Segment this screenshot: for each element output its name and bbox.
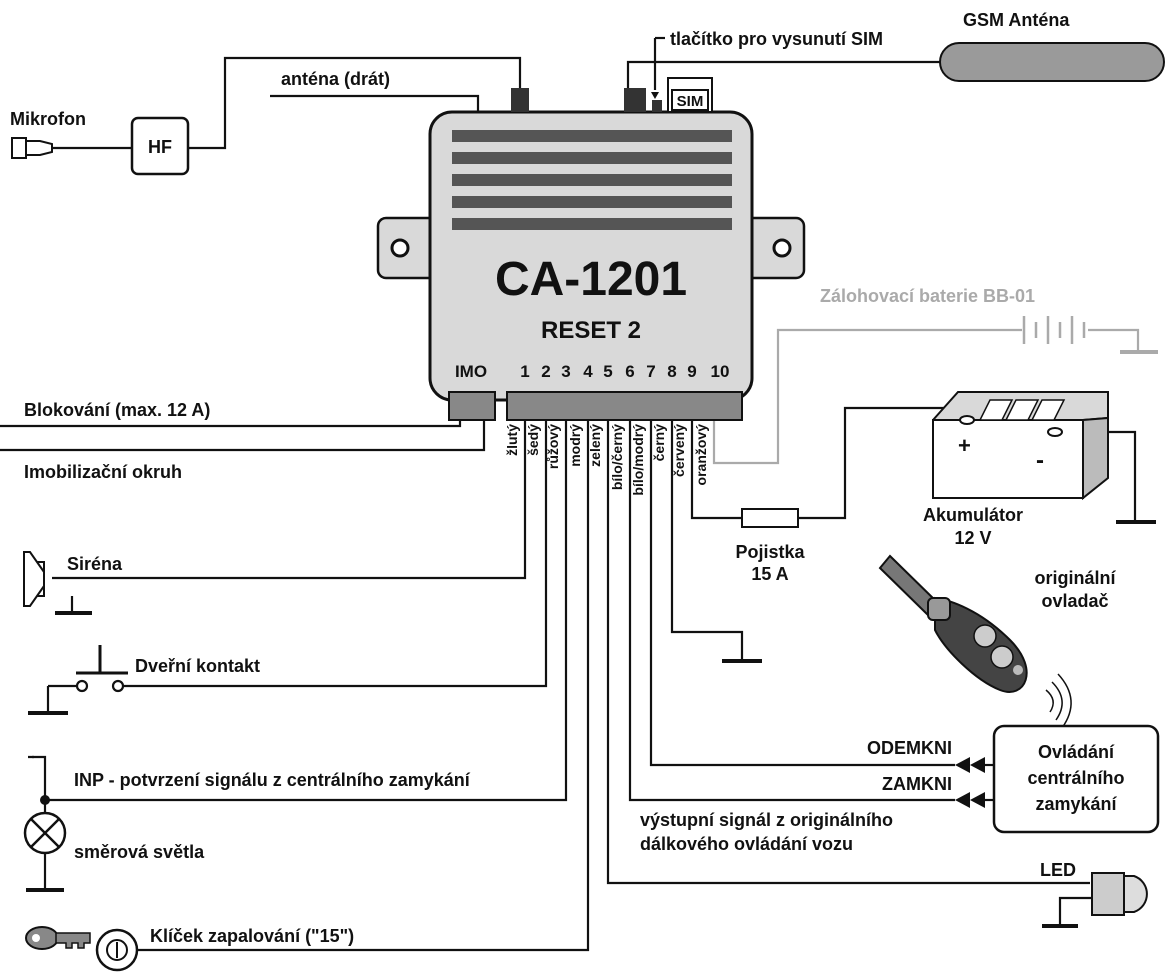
sim-button-label: tlačítko pro vysunutí SIM bbox=[670, 29, 883, 49]
remote-label-line1: originální bbox=[1035, 568, 1117, 588]
remote-label-line2: ovladač bbox=[1041, 591, 1108, 611]
sim-label: SIM bbox=[677, 93, 704, 110]
vent-slots bbox=[452, 130, 732, 230]
wire-color-label: zelený bbox=[587, 424, 603, 467]
central-locking-line2: centrálního bbox=[1027, 768, 1124, 788]
wire-color-label: žlutý bbox=[504, 424, 520, 456]
imo-label: IMO bbox=[455, 362, 487, 381]
wire-color-label: bílo/modrý bbox=[630, 424, 646, 496]
car-battery-icon bbox=[932, 391, 1109, 501]
immobilizer-label: Imobilizační okruh bbox=[24, 462, 182, 482]
battery-label-line1: Akumulátor bbox=[923, 505, 1023, 525]
ground-symbols bbox=[26, 350, 1158, 928]
siren-label: Siréna bbox=[67, 554, 123, 574]
wire-color-label: růžový bbox=[545, 424, 561, 469]
door-contact-label: Dveřní kontakt bbox=[135, 656, 260, 676]
wire-color-label: černý bbox=[651, 424, 667, 462]
pin-number: 6 bbox=[625, 362, 634, 381]
pin-number: 3 bbox=[561, 362, 570, 381]
turn-lights-label: směrová světla bbox=[74, 842, 205, 862]
backup-battery-label: Zálohovací baterie BB-01 bbox=[820, 286, 1035, 306]
sim-card: SIM bbox=[667, 77, 713, 113]
wire-color-label: oranžový bbox=[693, 424, 709, 486]
battery-minus-label: - bbox=[1036, 447, 1044, 474]
lock-arrow-icon bbox=[955, 792, 994, 808]
led-icon bbox=[1091, 872, 1148, 916]
fuse-icon bbox=[741, 508, 799, 528]
microphone-label: Mikrofon bbox=[10, 109, 86, 129]
pin-number: 9 bbox=[687, 362, 696, 381]
central-locking-line1: Ovládání bbox=[1038, 742, 1115, 762]
pin-number: 10 bbox=[711, 362, 730, 381]
wire-color-label: šedý bbox=[525, 424, 541, 456]
battery-label-line2: 12 V bbox=[954, 528, 991, 548]
blocking-label: Blokování (max. 12 A) bbox=[24, 400, 210, 420]
wire-color-label: červený bbox=[671, 424, 687, 477]
output-signal-line2: dálkového ovládání vozu bbox=[640, 834, 853, 854]
junction-dot bbox=[40, 795, 50, 805]
led-label: LED bbox=[1040, 860, 1076, 880]
wire-color-label: bílo/černý bbox=[609, 424, 625, 490]
ignition-key-label: Klíček zapalování ("15") bbox=[150, 926, 354, 946]
unlock-label: ODEMKNI bbox=[867, 738, 952, 758]
gsm-antenna-icon bbox=[939, 42, 1165, 82]
pin-number: 8 bbox=[667, 362, 676, 381]
wire-color-label: modrý bbox=[567, 424, 583, 467]
central-locking-box bbox=[992, 724, 1160, 834]
gsm-antenna-label: GSM Anténa bbox=[963, 10, 1070, 30]
pin-number: 4 bbox=[583, 362, 593, 381]
ignition-key-icon bbox=[25, 926, 139, 972]
fuse-label-line1: Pojistka bbox=[735, 542, 805, 562]
pin-number: 7 bbox=[646, 362, 655, 381]
pin-number: 2 bbox=[541, 362, 550, 381]
remote-key-fob-icon bbox=[878, 554, 1072, 729]
reset-label: RESET 2 bbox=[541, 317, 641, 344]
unlock-arrow-icon bbox=[955, 757, 994, 773]
door-contact-switch-icon bbox=[75, 645, 128, 693]
backup-battery-icon bbox=[1022, 316, 1086, 344]
output-signal-line1: výstupní signál z originálního bbox=[640, 810, 893, 830]
pin-number: 5 bbox=[603, 362, 612, 381]
central-locking-line3: zamykání bbox=[1035, 794, 1117, 814]
inp-label: INP - potvrzení signálu z centrálního za… bbox=[74, 770, 471, 790]
pin-number: 1 bbox=[520, 362, 529, 381]
lock-label: ZAMKNI bbox=[882, 774, 952, 794]
hf-label: HF bbox=[148, 137, 172, 157]
hf-module bbox=[130, 116, 190, 176]
turn-light-lamp-icon bbox=[23, 811, 67, 855]
microphone-icon bbox=[11, 137, 53, 159]
antenna-wire-label: anténa (drát) bbox=[281, 69, 390, 89]
siren-icon bbox=[23, 551, 45, 607]
fuse-label-line2: 15 A bbox=[751, 564, 788, 584]
model-label: CA-1201 bbox=[495, 253, 687, 306]
battery-plus-label: + bbox=[958, 433, 971, 458]
